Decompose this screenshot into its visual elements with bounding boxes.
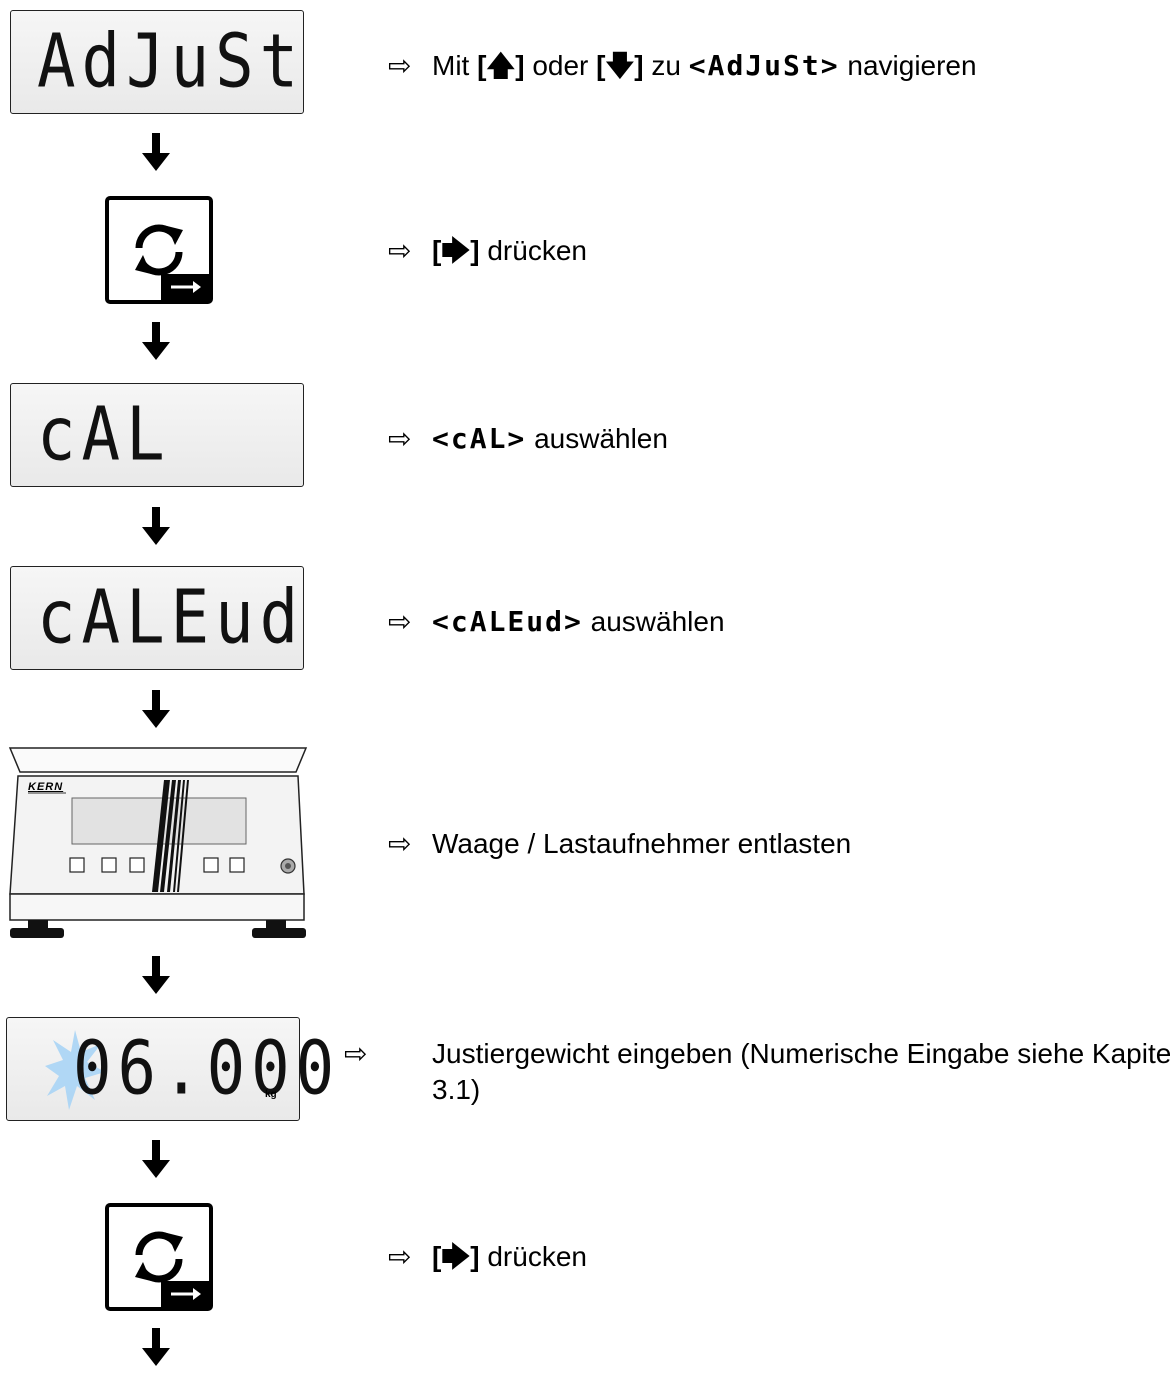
key-up-label: [🡅]: [477, 50, 525, 81]
code-adjust: <AdJuSt>: [688, 49, 840, 82]
bullet-arrow-icon: ⇨: [388, 1241, 412, 1272]
down-arrow-icon: [142, 1140, 170, 1178]
code-cal: <cAL>: [432, 422, 527, 455]
down-arrow-icon: [142, 133, 170, 171]
down-arrow-icon: [142, 1328, 170, 1366]
down-arrow-icon: [142, 322, 170, 360]
instruction-unload-scale: ⇨Waage / Lastaufnehmer entlasten: [388, 826, 851, 862]
lcd-unit-label: kg: [265, 1089, 277, 1100]
bullet-arrow-icon: ⇨: [388, 423, 412, 454]
down-arrow-icon: [142, 956, 170, 994]
enter-key-button[interactable]: [105, 1203, 213, 1311]
bullet-arrow-icon: ⇨: [388, 828, 412, 859]
scale-brand-logo: KERN: [28, 781, 64, 793]
instruction-press-enter-1: ⇨[🡆] drücken: [388, 233, 587, 269]
instruction-press-enter-2: ⇨[🡆] drücken: [388, 1239, 587, 1275]
instruction-select-cal: ⇨<cAL> auswählen: [388, 422, 668, 455]
key-right-label: [🡆]: [432, 235, 480, 266]
lcd-text-adjust: AdJuSt: [37, 19, 305, 105]
instruction-select-caleud: ⇨<cALEud> auswählen: [388, 605, 725, 638]
enter-key-button[interactable]: [105, 196, 213, 304]
down-arrow-icon: [142, 507, 170, 545]
lcd-display-adjust: AdJuSt: [10, 10, 304, 114]
code-caleud: <cALEud>: [432, 605, 583, 638]
refresh-enter-icon: [135, 1231, 209, 1307]
bullet-arrow-icon: ⇨: [388, 50, 412, 81]
lcd-text-cal: cAL: [37, 392, 171, 478]
lcd-text-caleud: cALEud: [37, 575, 305, 661]
key-down-label: [🡇]: [596, 50, 644, 81]
bullet-arrow-icon: ⇨: [344, 1038, 368, 1069]
blink-burst-icon: [45, 1030, 105, 1110]
key-right-label: [🡆]: [432, 1241, 480, 1272]
scale-illustration: [8, 747, 308, 938]
lcd-text-weight: 06.000: [73, 1026, 341, 1112]
lcd-display-weight: 06.000 kg: [6, 1017, 334, 1121]
refresh-enter-icon: [135, 224, 209, 300]
instruction-navigate: ⇨Mit [🡅] oder [🡇] zu <AdJuSt> navigieren: [388, 49, 977, 82]
down-arrow-icon: [142, 690, 170, 728]
bullet-arrow-icon: ⇨: [388, 235, 412, 266]
lcd-display-cal: cAL: [10, 383, 304, 487]
instruction-enter-weight: ⇨Justiergewicht eingeben (Numerische Ein…: [344, 1038, 1170, 1105]
lcd-display-caleud: cALEud: [10, 566, 304, 670]
bullet-arrow-icon: ⇨: [388, 606, 412, 637]
